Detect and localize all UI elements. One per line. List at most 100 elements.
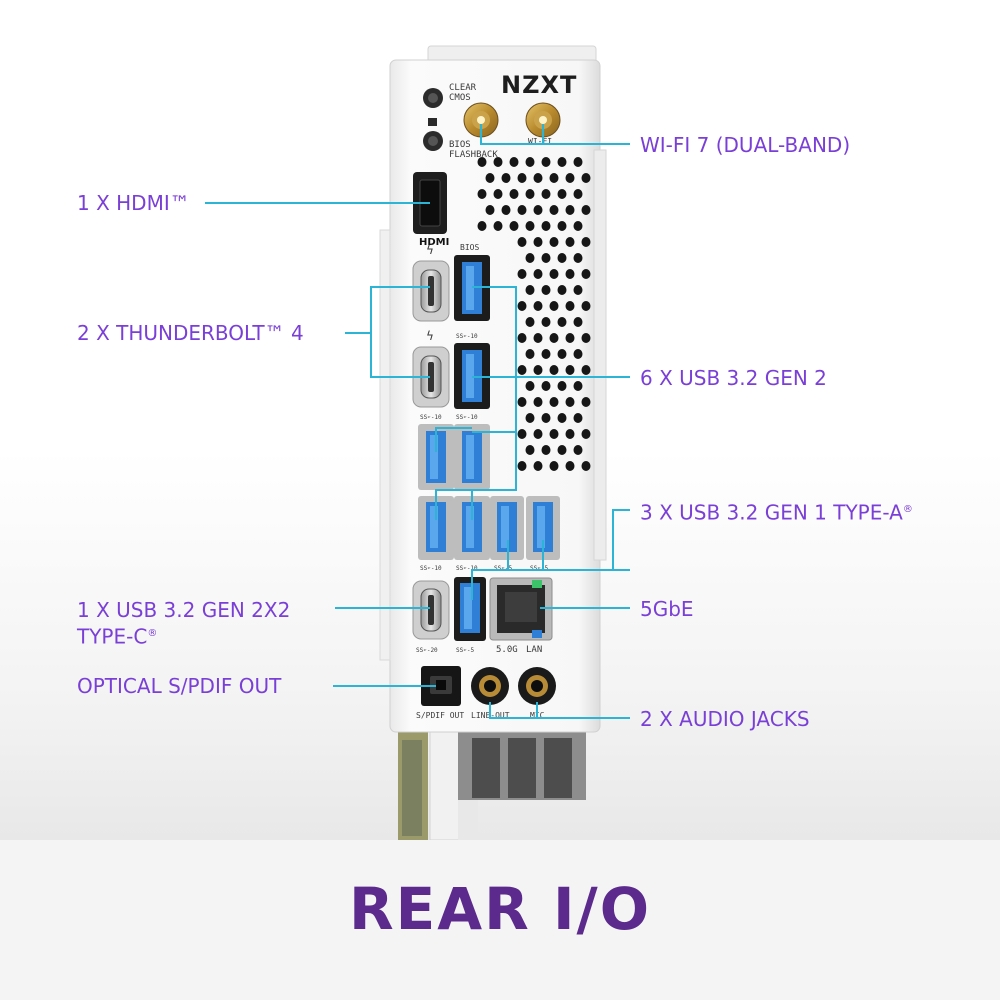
vent-hole	[581, 269, 591, 279]
clear-cmos-label-2: CMOS	[449, 93, 471, 103]
registered-mark: ®	[902, 504, 913, 515]
vent-hole	[517, 301, 527, 311]
vent-hole	[533, 301, 543, 311]
vent-hole	[549, 365, 559, 375]
vent-hole	[573, 285, 583, 295]
leader-thunderbolt-1	[345, 286, 430, 334]
vent-hole	[525, 445, 535, 455]
vent-hole	[517, 461, 527, 471]
vent-hole	[565, 429, 575, 439]
vent-hole	[565, 397, 575, 407]
vent-hole	[573, 445, 583, 455]
lan-speed-label: 5.0G	[496, 645, 518, 655]
leader-wifi	[480, 124, 630, 145]
vent-hole	[557, 445, 567, 455]
leader-lines	[205, 124, 630, 719]
vent-hole	[565, 333, 575, 343]
leader-usb-gen2-d	[435, 489, 472, 520]
vent-hole	[533, 365, 543, 375]
vent-hole	[581, 365, 591, 375]
vent-holes	[477, 157, 591, 471]
vent-hole	[541, 221, 551, 231]
vent-hole	[517, 237, 527, 247]
thunderbolt-icon: ϟ	[426, 329, 434, 343]
label-usb-gen2: 6 X USB 3.2 GEN 2	[640, 366, 827, 390]
vent-hole	[517, 397, 527, 407]
vent-hole	[549, 301, 559, 311]
ss10-label: SS➢-10	[420, 414, 442, 421]
vent-hole	[557, 253, 567, 263]
vent-hole	[565, 365, 575, 375]
io-shield-illustration: CLEAR CMOS BIOS FLASHBACK WI-FI BIOS ϟ ϟ…	[205, 45, 630, 840]
vent-hole	[517, 365, 527, 375]
ss10-label: SS➢-10	[456, 565, 478, 572]
vent-hole	[565, 205, 575, 215]
usb-gen2-port-4	[454, 424, 490, 490]
label-usb-2x2-line2-wrap: TYPE-C®	[77, 622, 290, 649]
vent-hole	[525, 413, 535, 423]
ss5-label: SS➢-5	[530, 565, 548, 572]
heatsink	[398, 727, 586, 840]
vent-hole	[493, 221, 503, 231]
vent-hole	[485, 173, 495, 183]
vent-hole	[509, 189, 519, 199]
vent-hole	[525, 253, 535, 263]
ss10-label: SS➢-10	[420, 565, 442, 572]
label-spdif: OPTICAL S/PDIF OUT	[77, 674, 282, 698]
vent-hole	[541, 189, 551, 199]
vent-hole	[557, 285, 567, 295]
vent-hole	[477, 189, 487, 199]
thunderbolt-icon: ϟ	[426, 243, 434, 257]
vent-hole	[493, 189, 503, 199]
vent-hole	[581, 429, 591, 439]
vent-hole	[573, 349, 583, 359]
vent-hole	[501, 205, 511, 215]
vent-hole	[517, 173, 527, 183]
usb-gen2-port-5	[418, 496, 454, 560]
vent-hole	[525, 317, 535, 327]
registered-mark: ®	[147, 628, 158, 639]
vent-hole	[541, 285, 551, 295]
label-usb-2x2: 1 X USB 3.2 GEN 2X2 TYPE-C®	[77, 598, 290, 649]
vent-hole	[581, 205, 591, 215]
vent-hole	[573, 189, 583, 199]
vent-hole	[581, 333, 591, 343]
vent-hole	[565, 237, 575, 247]
label-wifi: WI-FI 7 (DUAL-BAND)	[640, 133, 851, 157]
vent-hole	[517, 333, 527, 343]
vent-hole	[573, 317, 583, 327]
ss10-label: SS➢-10	[456, 414, 478, 421]
vent-hole	[517, 205, 527, 215]
vent-hole	[541, 413, 551, 423]
leader-usb-gen2-b	[435, 427, 472, 452]
vent-hole	[525, 285, 535, 295]
vent-hole	[525, 157, 535, 167]
vent-hole	[557, 413, 567, 423]
vent-hole	[541, 253, 551, 263]
vent-hole	[581, 173, 591, 183]
ss10-label: SS➢-10	[456, 333, 478, 340]
lan-port	[489, 577, 553, 641]
optical-spdif-port	[421, 666, 461, 706]
leader-usb-gen2-c	[471, 432, 517, 520]
brand-logo: NZXT	[501, 71, 577, 99]
vent-hole	[501, 173, 511, 183]
vent-hole	[549, 333, 559, 343]
page-title: REAR I/O	[348, 875, 652, 943]
label-audio: 2 X AUDIO JACKS	[640, 707, 810, 731]
label-lan: 5GbE	[640, 597, 694, 621]
vent-hole	[557, 189, 567, 199]
vent-hole	[557, 349, 567, 359]
vent-hole	[509, 157, 519, 167]
thunderbolt-port-2	[412, 346, 450, 408]
vent-hole	[557, 317, 567, 327]
hdmi-logo: HDMI	[419, 237, 449, 248]
vent-hole	[533, 429, 543, 439]
vent-hole	[541, 157, 551, 167]
vent-hole	[581, 237, 591, 247]
vent-hole	[541, 381, 551, 391]
vent-hole	[525, 189, 535, 199]
ss5-label: SS➢-5	[456, 647, 474, 654]
vent-hole	[541, 445, 551, 455]
vent-hole	[525, 221, 535, 231]
